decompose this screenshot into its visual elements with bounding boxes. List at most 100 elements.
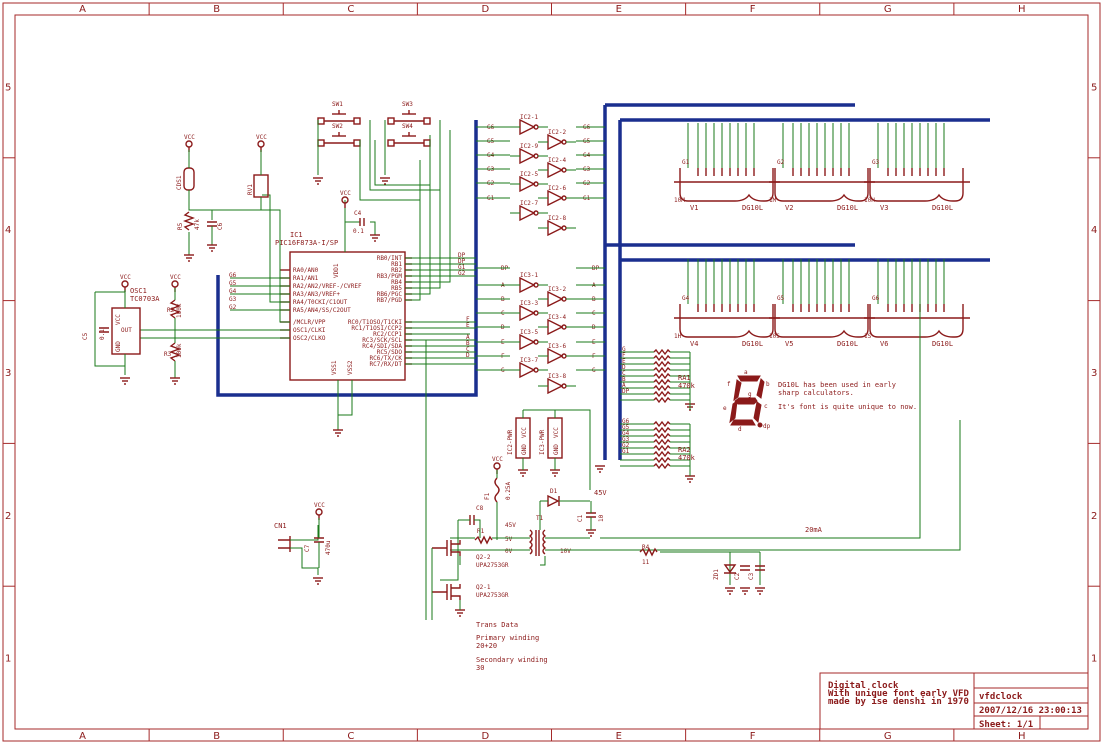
- vcc-label: VCC: [340, 190, 351, 197]
- r5-ref: R5: [177, 222, 184, 230]
- vfd-value: DG10L: [837, 340, 858, 348]
- segment-letter: dp: [763, 423, 771, 430]
- c6-ref: C6: [217, 222, 224, 230]
- switch-ref: SW3: [402, 101, 413, 108]
- row-label-left: 1: [5, 654, 11, 665]
- t1-10v: 10V: [560, 548, 571, 555]
- title-date: 2007/12/16 23:00:13: [979, 706, 1082, 716]
- vfd-value: DG10L: [742, 340, 763, 348]
- dg10l-note: DG10L has been used in early sharp calcu…: [778, 381, 917, 411]
- row-label-left: 4: [5, 225, 11, 236]
- ic1-left-pin-label: RA2/AN2/VREF-/CVREF: [293, 283, 362, 290]
- gate-ref: IC2-6: [548, 185, 566, 192]
- q2-1-value: UPA2753GR: [476, 592, 509, 599]
- ra1-ref: RA1: [678, 374, 691, 382]
- segment-letter: e: [723, 405, 727, 412]
- ic1-rc-pin-label: RC6/TX/CK: [369, 355, 402, 362]
- ic1-left-pin-label: RA5/AN4/SS/C2OUT: [293, 307, 351, 314]
- vfd-ref: V1: [690, 204, 698, 212]
- ic3pwr-vcc: VCC: [553, 427, 560, 438]
- q2-2-ref: Q2-2: [476, 554, 491, 561]
- row-label-right: 4: [1091, 225, 1097, 236]
- ic1-left-pin-label: RA4/T0CKI/C1OUT: [293, 299, 348, 306]
- switch-ref: SW4: [402, 123, 413, 130]
- ic1-rb-pin-label: RB2: [391, 267, 402, 274]
- gate-ref: IC2-5: [520, 171, 538, 178]
- transformer-notes: Trans Data Primary winding 20+20 Seconda…: [476, 621, 548, 672]
- vfd-digit-label: 1M: [769, 197, 777, 204]
- gate-ref: IC2-1: [520, 114, 538, 121]
- vfd-digit-label: 10M: [674, 197, 685, 204]
- ic1-left-pin-label: RA0/AN0: [293, 267, 319, 274]
- osc1-value: TC0703A: [130, 295, 160, 303]
- col-label-top: G: [884, 4, 892, 15]
- ra-net-label: B: [622, 376, 626, 383]
- ra-net-label: G5: [622, 424, 630, 431]
- ic1-rc-net-label: A: [466, 334, 470, 341]
- vfd-ref: V2: [785, 204, 793, 212]
- r3-value: 100k: [176, 343, 183, 358]
- c1-value: 10: [598, 514, 605, 522]
- ic1-rb-net-label: DP: [458, 258, 466, 265]
- ic2pwr-gnd: GND: [521, 444, 528, 455]
- vfd-ref: V3: [880, 204, 888, 212]
- gate-ref: IC2-9: [520, 143, 538, 150]
- gate-ref: IC3-2: [548, 286, 566, 293]
- vcc-label: VCC: [120, 274, 131, 281]
- ra-net-label: D: [622, 364, 626, 371]
- vfd-grid-label: G5: [777, 295, 785, 302]
- vfd-grid-label: G1: [682, 159, 690, 166]
- ic1-rc-pin-label: RC1/T1OSI/CCP2: [351, 325, 402, 332]
- vcc-label: VCC: [314, 502, 325, 509]
- ic1-rc-pin-label: RC5/SDO: [377, 349, 403, 356]
- title-name: vfdclock: [979, 692, 1023, 702]
- col-label-bottom: G: [884, 731, 892, 742]
- ic1-rb-pin-label: RB0/INT: [377, 255, 403, 262]
- col-label-top: E: [616, 4, 622, 15]
- ra-net-label: G1: [622, 448, 630, 455]
- ic1-wiring: [140, 130, 476, 620]
- r5-value: 47k: [194, 219, 201, 230]
- title-desc-1: Digital clock: [828, 680, 899, 691]
- osc1-vcc-pin: VCC: [115, 314, 122, 325]
- col-label-top: C: [347, 4, 354, 15]
- vfd-grid-label: G6: [872, 295, 880, 302]
- title-block: Digital clock With unique font early VFD…: [819, 672, 1089, 730]
- ic1-rc-pin-label: RC4/SDI/SDA: [362, 343, 402, 350]
- gate-ref: IC3-4: [548, 314, 566, 321]
- row-label-left: 3: [5, 368, 11, 379]
- q2-1-ref: Q2-1: [476, 584, 491, 591]
- ic1-rc-pin-label: RC3/SCK/SCL: [362, 337, 402, 344]
- ic1-left-pin-label: RA1/AN1: [293, 275, 319, 282]
- r4-value: 11: [642, 559, 650, 566]
- ic1-vss2-label: VSS2: [347, 360, 354, 375]
- vcc-label: VCC: [170, 274, 181, 281]
- col-label-bottom: E: [616, 731, 622, 742]
- ic1-rb-pin-label: RB3/PGM: [377, 273, 403, 280]
- c8-ref: C8: [476, 505, 484, 512]
- osc1-gnd-pin: GND: [115, 341, 122, 352]
- gate-ref: IC3-3: [520, 300, 538, 307]
- ic1-microcontroller: IC1 PIC16F873A-I/SP VDD1 VSS1 VSS2 RA0/A…: [229, 231, 470, 381]
- row-label-right: 2: [1091, 511, 1097, 522]
- ic1-vdd-label: VDD1: [333, 263, 340, 278]
- ra2-value: 470k: [678, 454, 696, 462]
- ra2-ref: RA2: [678, 446, 691, 454]
- ic1-rb-pin-label: RB1: [391, 261, 402, 268]
- vfd-value: DG10L: [932, 340, 953, 348]
- ic1-rb-pin-label: RB4: [391, 279, 402, 286]
- ic1-ra-net-label: G6: [229, 272, 237, 279]
- switch-ref: SW2: [332, 123, 343, 130]
- vfd-ref: V5: [785, 340, 793, 348]
- r2-value: 100k: [176, 303, 183, 318]
- col-label-bottom: F: [750, 731, 756, 742]
- gate-ref: IC2-7: [520, 200, 538, 207]
